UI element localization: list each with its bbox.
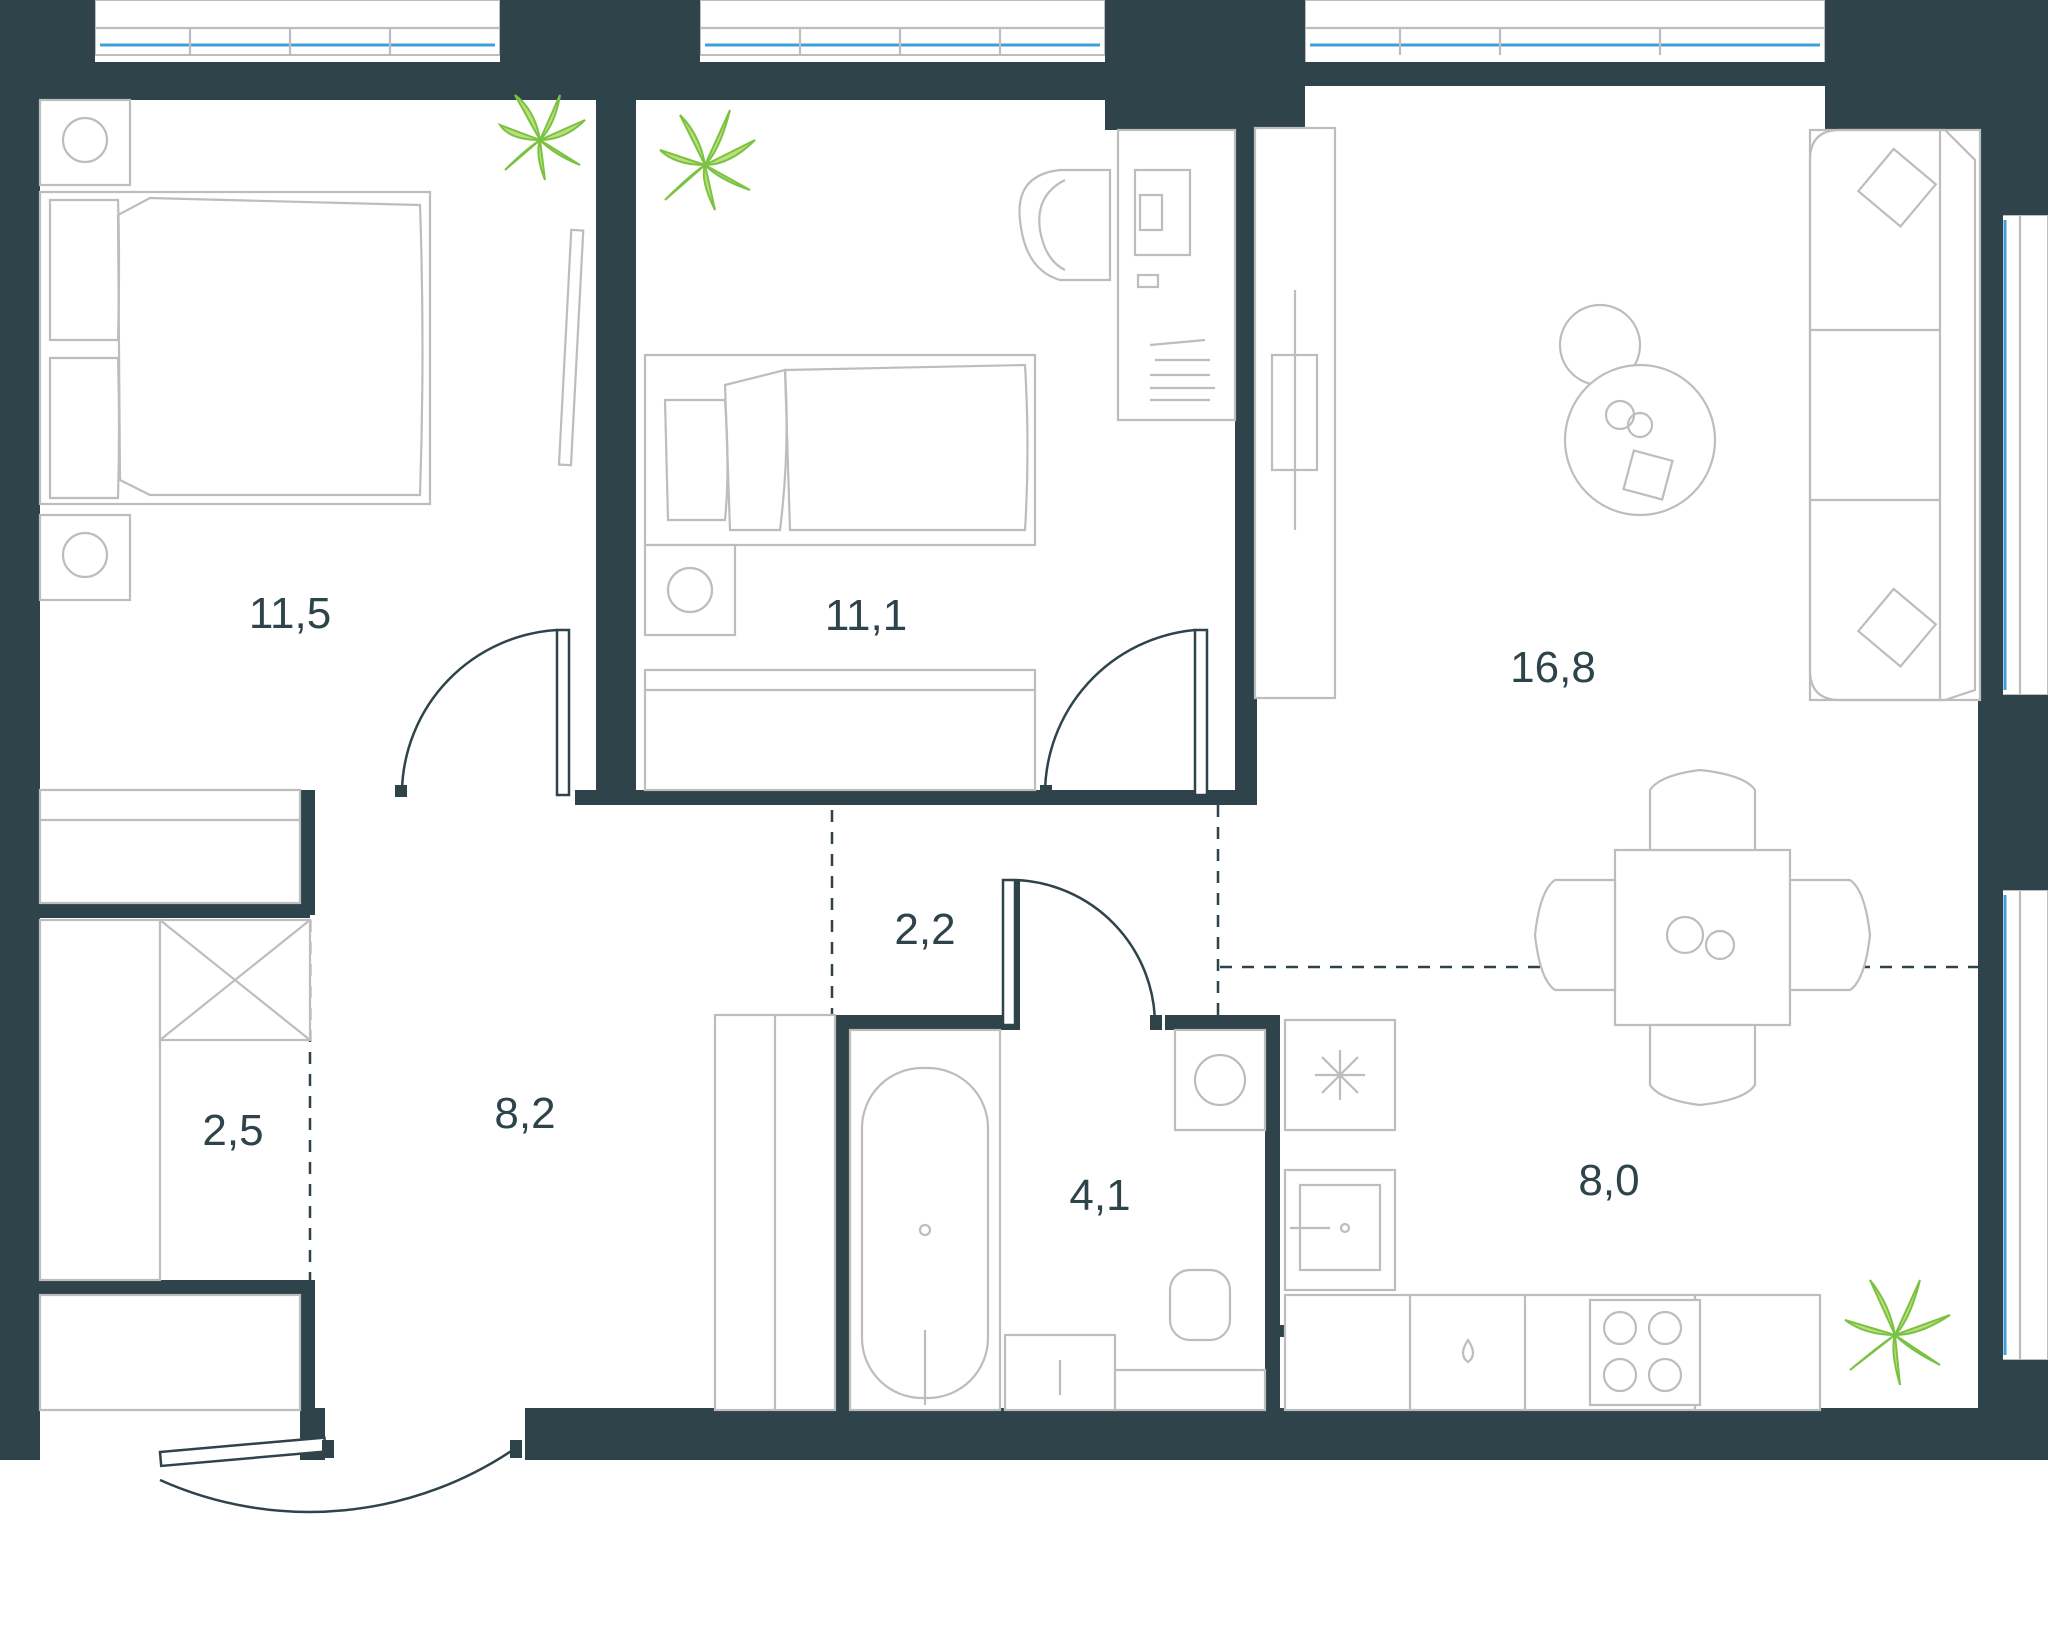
plant-icon bbox=[659, 109, 756, 211]
wardrobe bbox=[643, 668, 1037, 792]
double-bed bbox=[38, 190, 432, 506]
area-label-bathroom: 4,1 bbox=[1069, 1171, 1130, 1220]
hall-cabinet bbox=[38, 1293, 302, 1412]
cooktop bbox=[1588, 1298, 1702, 1407]
door-bedroom-1[interactable] bbox=[395, 628, 571, 797]
toilet-cistern bbox=[1113, 1368, 1267, 1412]
nightstand bbox=[38, 513, 132, 602]
wall-mirror bbox=[557, 228, 585, 467]
area-label-hallway: 8,2 bbox=[494, 1089, 555, 1138]
wardrobe-shelves bbox=[38, 918, 162, 1282]
area-label-kitchen: 8,0 bbox=[1578, 1156, 1639, 1205]
door-bathroom[interactable] bbox=[1001, 878, 1162, 1030]
area-label-living-room: 16,8 bbox=[1510, 643, 1596, 692]
sofa bbox=[1808, 128, 1982, 702]
toilet bbox=[1168, 1268, 1232, 1342]
dining-chair bbox=[1788, 878, 1872, 992]
dining-chair bbox=[1648, 768, 1757, 852]
kitchen-furniture bbox=[1283, 1018, 1822, 1412]
plant-icon bbox=[497, 94, 586, 181]
tv-unit bbox=[1253, 126, 1337, 700]
hall-furniture bbox=[38, 918, 837, 1412]
plant-icon bbox=[1844, 1279, 1951, 1386]
window-bedroom-1 bbox=[94, 0, 501, 56]
area-label-wardrobe: 2,5 bbox=[202, 1106, 263, 1155]
bathroom-furniture bbox=[848, 1028, 1267, 1412]
kitchen-sink bbox=[1283, 1168, 1397, 1292]
area-label-bedroom-2: 11,1 bbox=[825, 591, 907, 640]
area-labels: 11,5 11,1 16,8 2,2 2,5 8,2 4,1 8,0 bbox=[202, 589, 1639, 1220]
nightstand bbox=[38, 98, 132, 187]
single-bed bbox=[643, 353, 1037, 547]
bedroom-1-furniture bbox=[38, 98, 585, 905]
area-label-corridor-small: 2,2 bbox=[894, 905, 955, 954]
doors bbox=[158, 628, 1209, 1514]
dining-chair bbox=[1648, 1023, 1757, 1107]
kitchen-counter bbox=[1283, 1293, 1822, 1412]
area-label-bedroom-1: 11,5 bbox=[249, 589, 331, 638]
bedroom-2-furniture bbox=[643, 128, 1237, 792]
desk-chair bbox=[1018, 168, 1112, 282]
washing-machine bbox=[1173, 1028, 1267, 1132]
coffee-table bbox=[1563, 363, 1717, 517]
wardrobe bbox=[38, 788, 302, 905]
walls bbox=[0, 0, 2048, 1460]
living-room-furniture bbox=[1253, 126, 1982, 1107]
door-entrance[interactable] bbox=[158, 1436, 522, 1514]
window-bedroom-2 bbox=[699, 0, 1106, 56]
door-bedroom-2[interactable] bbox=[1040, 628, 1209, 797]
dining-chair bbox=[1533, 878, 1617, 992]
nightstand bbox=[643, 543, 737, 637]
